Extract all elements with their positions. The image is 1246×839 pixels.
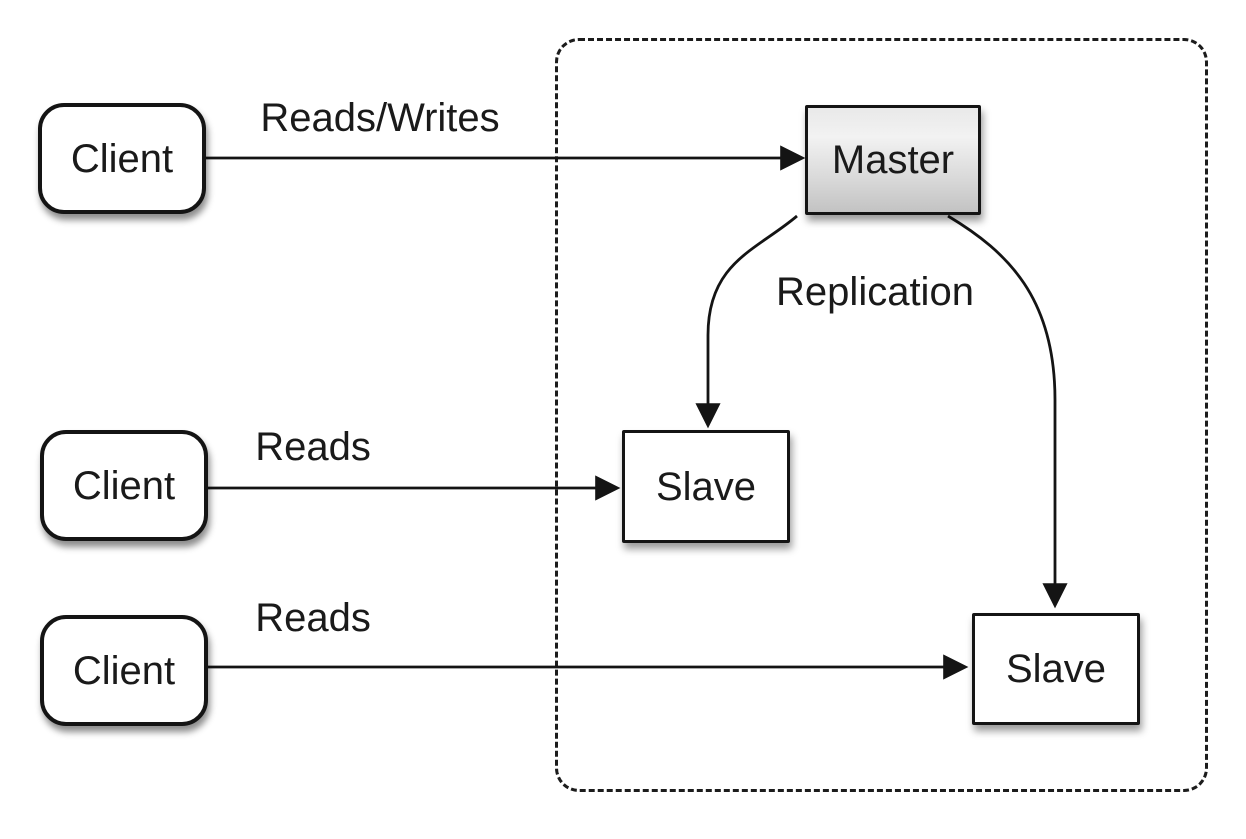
node-client-middle: Client bbox=[40, 430, 208, 541]
node-client-top-label: Client bbox=[70, 136, 174, 181]
node-slave-middle-label: Slave bbox=[655, 464, 757, 509]
edge-label-replication: Replication bbox=[776, 270, 974, 314]
node-client-bottom-label: Client bbox=[72, 648, 176, 693]
node-slave-middle: Slave bbox=[622, 430, 790, 543]
node-client-bottom: Client bbox=[40, 615, 208, 726]
edge-label-reads-bottom: Reads bbox=[255, 596, 371, 640]
node-slave-bottom-label: Slave bbox=[1005, 647, 1107, 691]
replication-cluster-boundary bbox=[555, 38, 1208, 792]
node-slave-bottom: Slave bbox=[972, 613, 1140, 725]
edge-label-reads-writes: Reads/Writes bbox=[260, 96, 500, 140]
edge-master-to-slave-middle bbox=[695, 214, 798, 429]
edge-label-reads-middle: Reads bbox=[255, 425, 371, 469]
node-client-top: Client bbox=[38, 103, 206, 214]
edge-master-to-slave-bottom bbox=[947, 214, 1068, 609]
node-client-middle-label: Client bbox=[72, 463, 176, 508]
node-master-label: Master bbox=[831, 138, 955, 182]
node-master: Master bbox=[805, 105, 981, 215]
